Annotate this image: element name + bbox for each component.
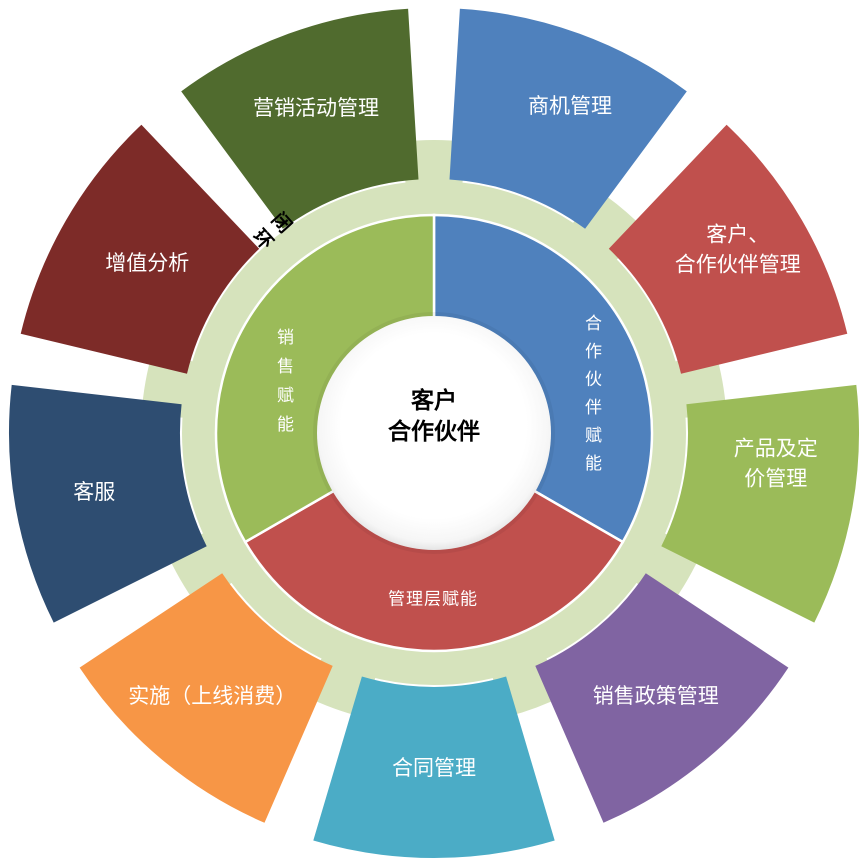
outer-petals: [8, 8, 860, 858]
center-label-line1: 客户: [411, 386, 457, 413]
center-label-line2: 合作伙伴: [388, 418, 480, 444]
petal-contract-management: [313, 676, 555, 858]
petal-value-added-analysis: [20, 124, 260, 374]
petal-opportunity-management: [449, 8, 687, 229]
inner-segment-label-management-enablement: 管理层赋能: [388, 589, 478, 609]
petal-sales-policy-management: [535, 573, 789, 823]
petal-customer-partner-management: [608, 124, 848, 374]
petal-customer-service: [8, 384, 207, 623]
inner-ring: [214, 213, 654, 653]
center-label: 客户 合作伙伴: [388, 385, 480, 447]
petal-implementation-golive: [79, 573, 333, 823]
petal-marketing-campaign-management: [181, 8, 419, 229]
sage-ring: [182, 181, 686, 685]
center-circle: [317, 316, 551, 550]
petal-product-pricing-management: [661, 384, 860, 623]
